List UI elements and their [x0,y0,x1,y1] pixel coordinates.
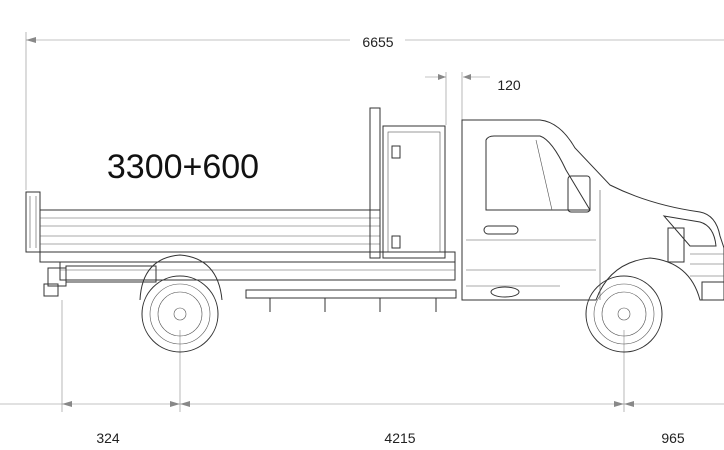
wheelbase-label: 4215 [384,430,415,446]
cab [461,119,724,301]
bottom-dimension-line [0,300,724,412]
overall-length-label: 6655 [362,34,393,50]
cab-gap-label: 120 [497,77,521,93]
front-wheel [585,275,663,353]
rear-wheel [139,254,223,353]
overall-length-dimension [25,32,724,190]
front-overhang-label: 965 [661,430,685,446]
rear-overhang-label: 324 [96,430,120,446]
body-length-label: 3300+600 [107,148,259,186]
cab-gap-dimension [425,72,490,125]
tipper-body [25,107,457,312]
